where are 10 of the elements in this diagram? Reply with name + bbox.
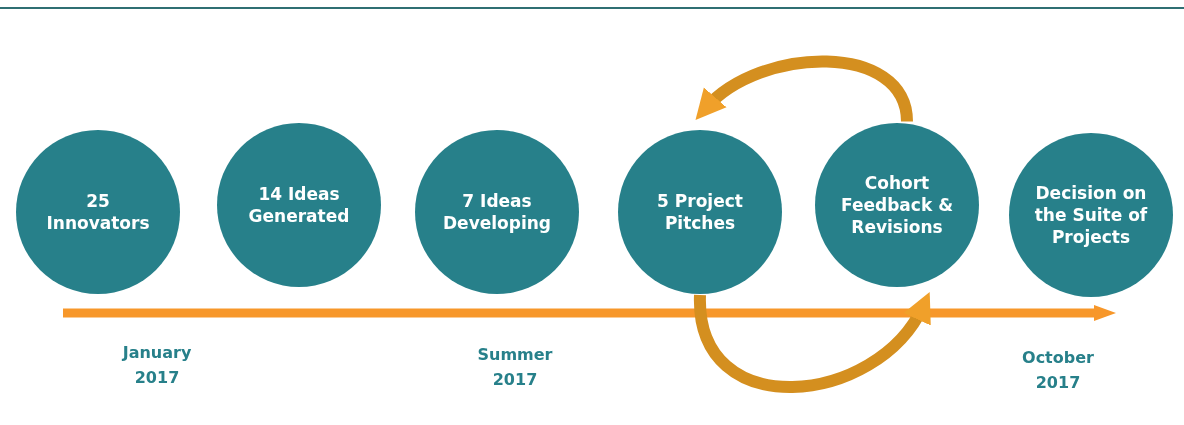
stage-label: 7 Ideas Developing: [442, 190, 552, 234]
curved-arrow: [694, 292, 932, 393]
date-label: October 2017: [1021, 347, 1095, 394]
stage-label: Cohort Feedback & Revisions: [840, 172, 954, 238]
date-label: Summer 2017: [476, 344, 554, 391]
date-label: January 2017: [120, 342, 193, 389]
stage-label: Decision on the Suite of Projects: [1033, 182, 1149, 248]
stage-label: 25 Innovators: [45, 190, 151, 234]
stage-label: 14 Ideas Generated: [247, 183, 351, 227]
stage-label: 5 Project Pitches: [656, 190, 744, 234]
